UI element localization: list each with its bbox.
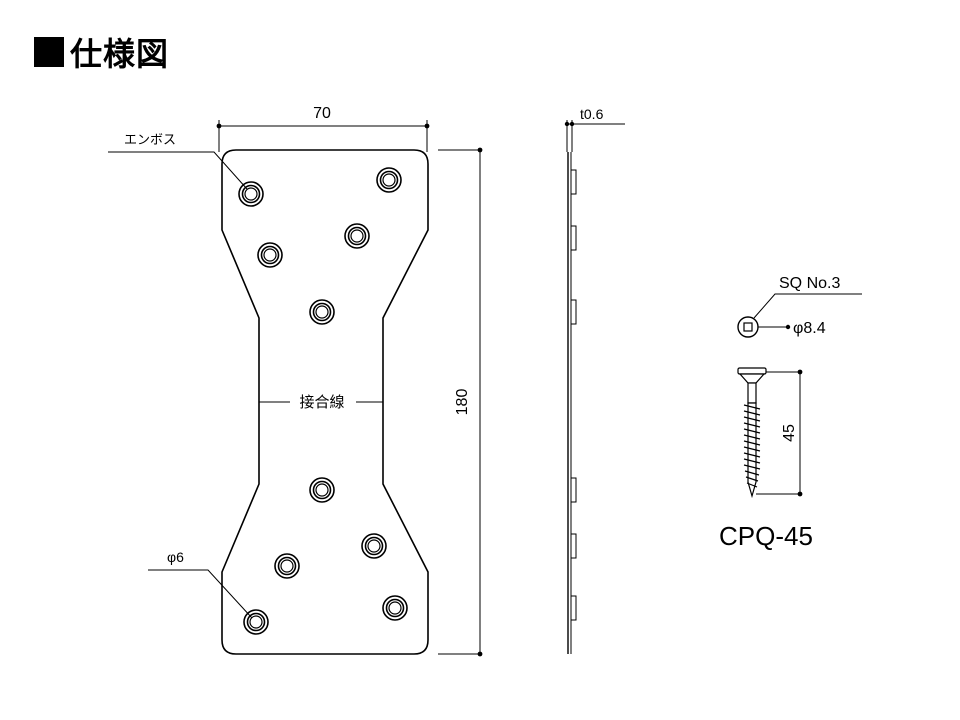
hole-diameter-label: φ6 bbox=[167, 549, 184, 565]
emboss-label: エンボス bbox=[124, 133, 176, 148]
screw-length-label: 45 bbox=[781, 424, 798, 442]
page-title: 仕様図 bbox=[70, 35, 170, 73]
plate-outline bbox=[221, 149, 429, 655]
thickness-label: t0.6 bbox=[580, 106, 604, 122]
screw-head-diameter-label: φ8.4 bbox=[793, 320, 826, 337]
side-view-emboss bbox=[570, 169, 577, 195]
thickness-dim-dot bbox=[564, 121, 570, 127]
joint-line-label: 接合線 bbox=[299, 393, 344, 411]
head-type-leader bbox=[753, 293, 862, 319]
screw-icon bbox=[737, 367, 767, 499]
screw-head-type-label: SQ No.3 bbox=[779, 275, 840, 292]
side-view-emboss bbox=[570, 595, 577, 621]
side-view bbox=[567, 152, 577, 654]
side-view-emboss bbox=[570, 533, 577, 559]
height-dim-dot bbox=[477, 651, 483, 657]
width-dim-dot bbox=[424, 123, 430, 129]
thickness-dim-dot bbox=[569, 121, 575, 127]
hole-leader-line bbox=[148, 569, 253, 619]
height-dimension-label: 180 bbox=[454, 389, 471, 416]
square-drive-icon bbox=[743, 322, 753, 332]
side-view-emboss bbox=[570, 477, 577, 503]
emboss-leader-line bbox=[108, 151, 248, 190]
head-diameter-dot bbox=[785, 324, 791, 330]
height-dim-dot bbox=[477, 147, 483, 153]
screw-length-dot bbox=[797, 369, 803, 375]
side-view-emboss bbox=[570, 225, 577, 251]
spec-heading: 仕様図 bbox=[34, 30, 169, 74]
screw-length-dot bbox=[797, 491, 803, 497]
width-dim-dot bbox=[216, 123, 222, 129]
screw-model-label: CPQ-45 bbox=[719, 521, 813, 551]
side-view-emboss bbox=[570, 299, 577, 325]
heading-square-icon bbox=[34, 37, 64, 67]
width-dimension-label: 70 bbox=[313, 105, 331, 122]
